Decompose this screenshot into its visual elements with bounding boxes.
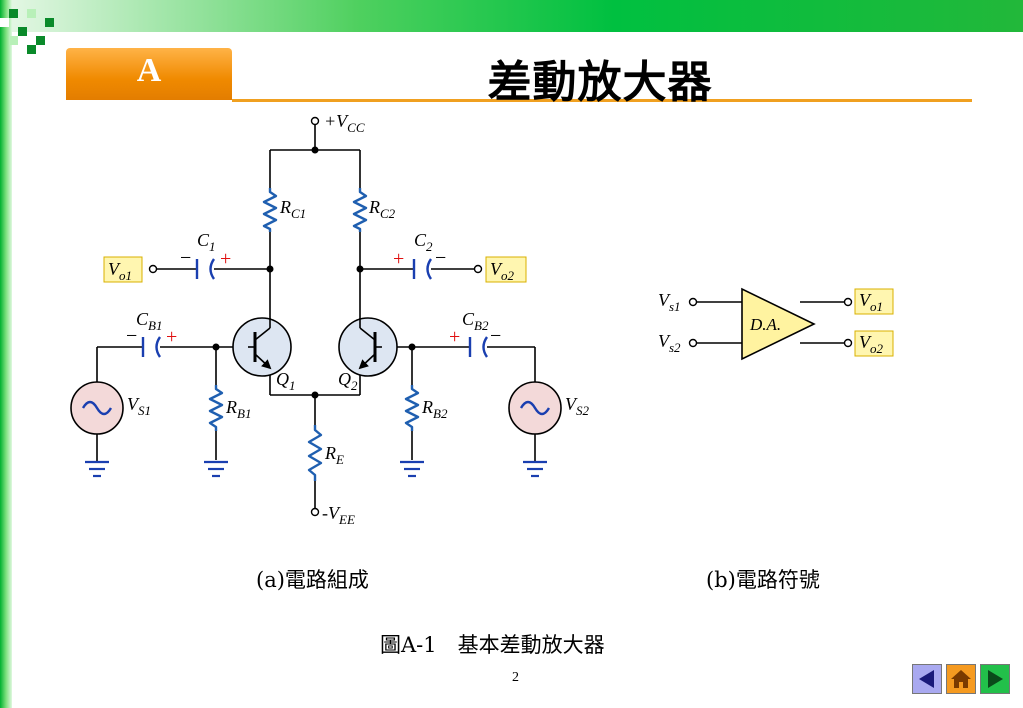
resistor-rc2 (352, 188, 368, 232)
label-rb2: RB2 (421, 397, 448, 421)
resistor-rb2 (404, 385, 420, 431)
label-q1: Q1 (276, 369, 296, 393)
transistor-q2 (338, 317, 398, 377)
triangle-left-icon (919, 670, 934, 688)
label-rc2: RC2 (368, 197, 396, 221)
terminals (148, 116, 483, 517)
symbol-label-vo2: Vo2 (859, 332, 884, 356)
label-c2: C2 (414, 230, 433, 254)
label-rb1: RB1 (225, 397, 251, 421)
label-vee: -VEE (322, 503, 355, 527)
capacitor-cb1-curve (155, 336, 162, 358)
resistor-rc1 (262, 188, 278, 232)
label-vcc: +VCC (324, 111, 365, 135)
polarity-cb1-plus: + (166, 326, 177, 348)
label-re: RE (324, 443, 344, 467)
label-cb2: CB2 (462, 309, 489, 333)
polarity-c2-plus: + (393, 248, 404, 270)
polarity-c1-minus: − (180, 247, 191, 269)
symbol-label-vo1: Vo1 (859, 290, 883, 314)
junction-dots (212, 146, 416, 399)
next-button[interactable] (980, 664, 1010, 694)
caption-b: (b)電路符號 (706, 568, 820, 592)
symbol-label-vs2: Vs2 (658, 331, 681, 355)
polarity-cb2-minus: − (490, 325, 501, 347)
polarity-cb1-minus: − (126, 325, 137, 347)
section-letter: A (136, 52, 162, 89)
polarity-cb2-plus: + (449, 326, 460, 348)
ground-symbols (85, 460, 547, 478)
prev-button[interactable] (912, 664, 942, 694)
polarity-c1-plus: + (220, 248, 231, 270)
label-rc1: RC1 (279, 197, 306, 221)
capacitor-c1-curve (209, 258, 216, 280)
symbol-label-vs1: Vs1 (658, 290, 681, 314)
label-c1: C1 (197, 230, 216, 254)
polarity-c2-minus: − (435, 247, 446, 269)
home-button[interactable] (946, 664, 976, 694)
capacitor-c2-curve (426, 258, 433, 280)
title-underline (232, 99, 972, 102)
label-vs1: VS1 (127, 394, 151, 418)
left-banner (0, 0, 12, 708)
page-number: 2 (512, 670, 519, 685)
transistor-q1 (232, 317, 292, 377)
source-vs1 (70, 381, 124, 435)
label-highlights (103, 256, 527, 283)
triangle-right-icon (988, 670, 1003, 688)
label-vs2: VS2 (565, 394, 590, 418)
resistor-rb1 (208, 385, 224, 431)
top-banner (0, 0, 1023, 32)
label-vo2: Vo2 (490, 259, 515, 283)
source-vs2 (508, 381, 562, 435)
page-title: 差動放大器 (487, 57, 713, 108)
da-amplifier-triangle (741, 287, 816, 361)
symbol-label-da: D.A. (749, 315, 781, 334)
figure-caption: 圖A-1 基本差動放大器 (380, 633, 605, 657)
section-tab: A (66, 48, 232, 100)
capacitors (141, 258, 489, 358)
label-vo1: Vo1 (108, 259, 132, 283)
label-q2: Q2 (338, 369, 358, 393)
caption-a: (a)電路組成 (256, 568, 369, 592)
resistor-re (307, 425, 323, 481)
resistors (208, 188, 420, 481)
house-icon (951, 670, 971, 688)
label-cb1: CB1 (136, 309, 162, 333)
capacitor-cb2-curve (482, 336, 489, 358)
